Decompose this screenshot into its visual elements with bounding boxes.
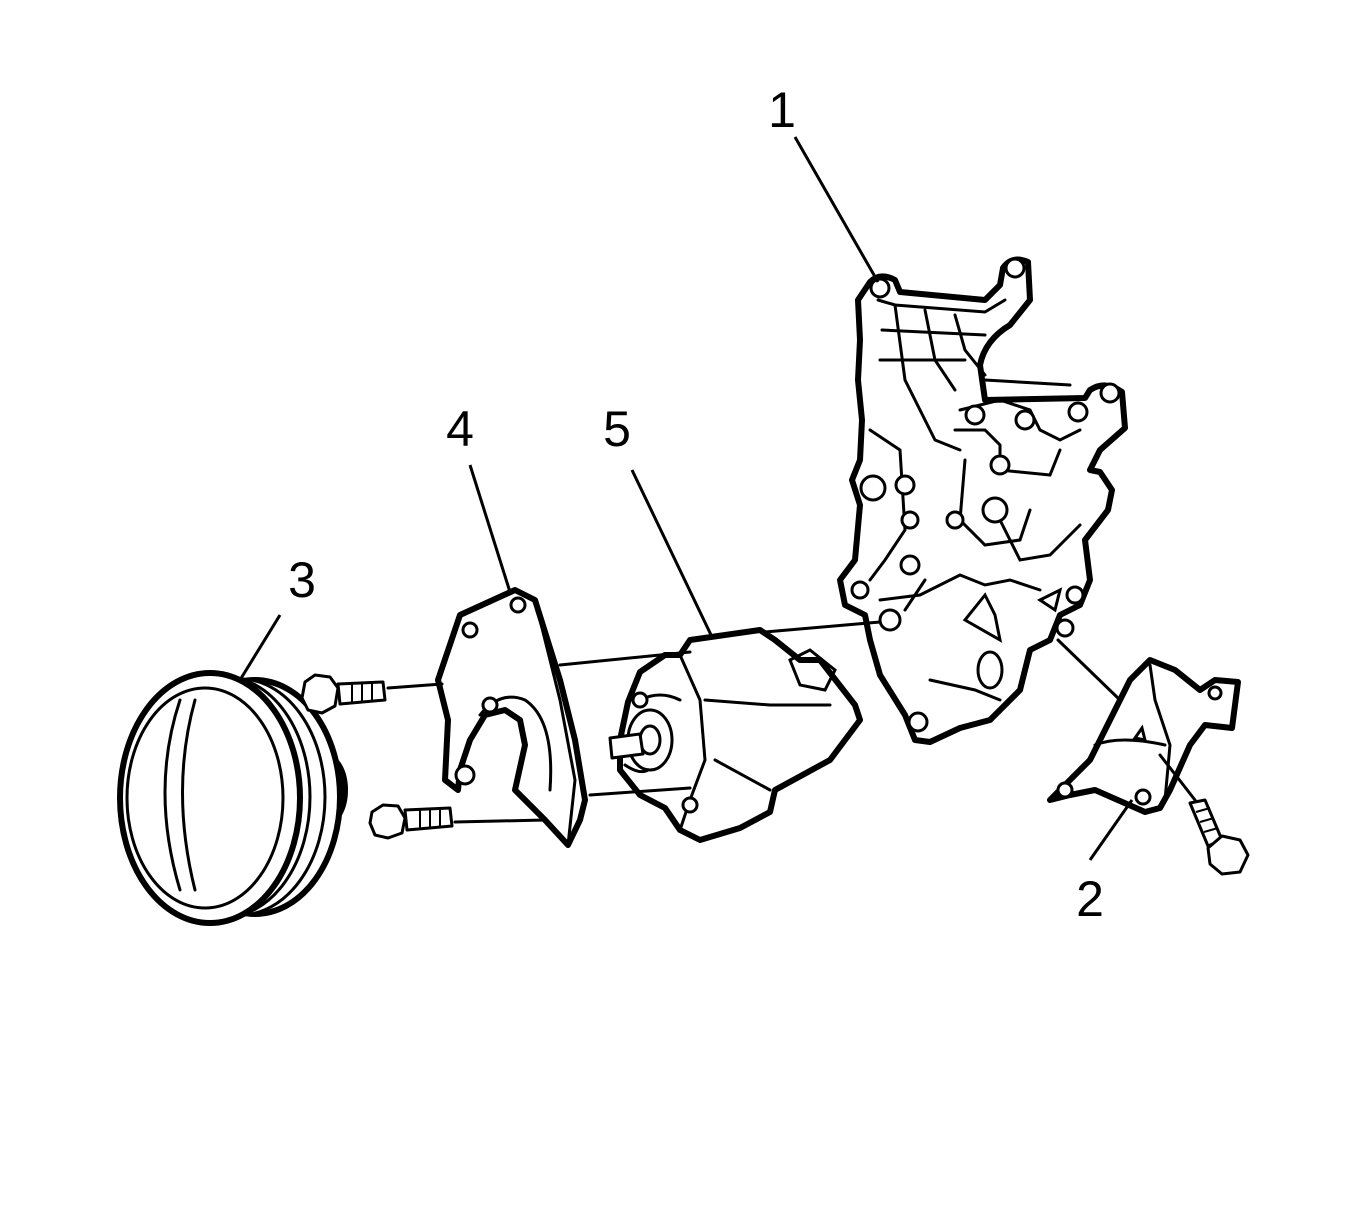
callout-2: 2 [1076, 871, 1104, 927]
pump-part-5 [608, 627, 863, 843]
plate-part-4 [435, 587, 588, 848]
bolt-lower-left [368, 803, 454, 840]
alignment-lines [386, 620, 1197, 824]
callout-1: 1 [768, 82, 796, 138]
bolt-upper-left [300, 673, 387, 715]
pulley-part-3 [117, 670, 348, 926]
callout-3: 3 [288, 552, 316, 608]
bolt-right [1188, 798, 1250, 876]
small-bracket-part-2 [1047, 657, 1241, 815]
leader-lines [238, 136, 1134, 861]
callout-5: 5 [603, 401, 631, 457]
callout-4: 4 [446, 401, 474, 457]
mounting-bracket-part-1 [837, 256, 1128, 745]
